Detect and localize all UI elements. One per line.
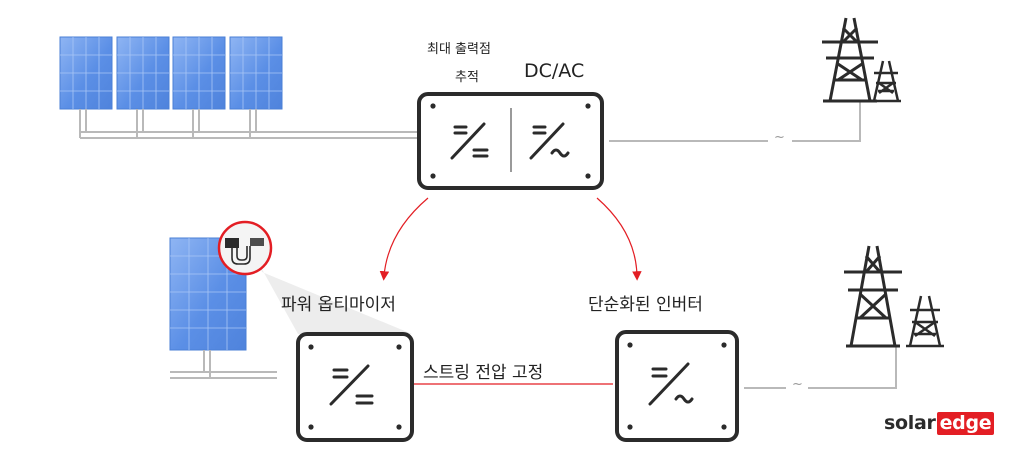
- solar-panel-icon: [59, 36, 113, 110]
- solar-panel-icon: [172, 36, 226, 110]
- arrow-to-simplified-inverter: [596, 197, 642, 281]
- solar-panel-icon: [229, 36, 283, 110]
- simplified-inverter-label: 단순화된 인버터: [588, 295, 703, 315]
- top-grid-wiring: [609, 100, 861, 142]
- transmission-tower-icon: [871, 60, 901, 103]
- bottom-grid-wiring: [744, 346, 897, 389]
- mppt-label-line1: 최대 출력점: [427, 42, 491, 57]
- dc-ac-symbol-icon: [648, 362, 694, 406]
- logo-edge-text: edge: [936, 412, 995, 435]
- transmission-tower-icon: [844, 245, 902, 348]
- mppt-label-line2: 추적: [455, 70, 479, 85]
- bottom-panel-wiring: [170, 350, 277, 379]
- power-optimizer-box: [296, 332, 414, 442]
- optimizer-zoom-cone: [258, 262, 412, 334]
- power-optimizer-label: 파워 옵티마이저: [281, 295, 396, 315]
- power-optimizer-device-icon: [217, 220, 273, 276]
- dcac-label: DC/AC: [524, 60, 585, 82]
- top-inverter-box: [417, 92, 604, 190]
- fixed-string-voltage-label: 스트링 전압 고정: [423, 363, 544, 383]
- logo-solar-text: solar: [884, 412, 936, 434]
- ac-tilde-top: ~: [774, 130, 785, 145]
- dc-dc-symbol-icon: [329, 364, 374, 406]
- dc-ac-symbol-icon: [529, 122, 570, 160]
- simplified-inverter-box: [615, 330, 739, 442]
- top-panel-wiring: [79, 109, 418, 139]
- transmission-tower-icon: [906, 295, 944, 348]
- transmission-tower-icon: [822, 17, 878, 103]
- arrow-to-power-optimizer: [379, 197, 429, 281]
- top-solar-panel-string: [59, 36, 418, 139]
- solar-panel-icon: [116, 36, 170, 110]
- ac-tilde-bottom: ~: [792, 377, 803, 392]
- dc-dc-symbol-icon: [450, 122, 489, 160]
